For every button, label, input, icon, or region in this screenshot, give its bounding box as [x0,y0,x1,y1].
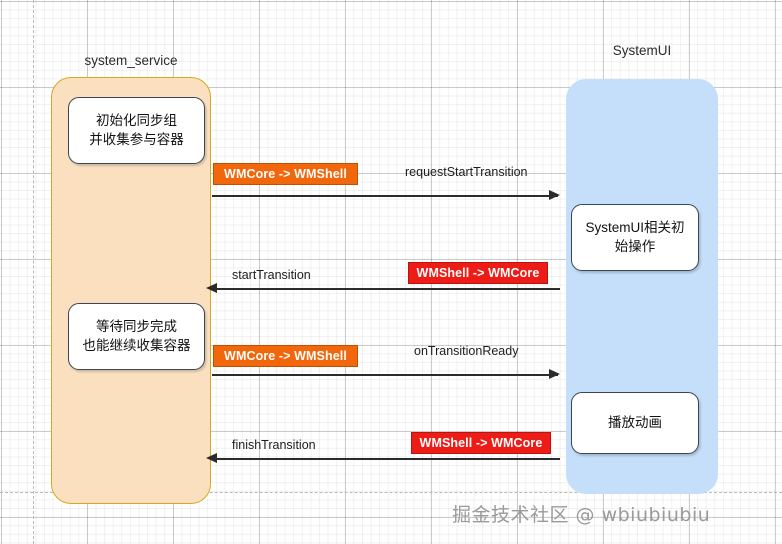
activity-label: 初始化同步组 并收集参与容器 [89,113,184,147]
message-line-on-transition-ready [212,374,558,376]
arrow-head-right-icon [549,368,560,379]
message-line-request-start-transition [212,195,558,197]
message-tag-wmcore-to-wmshell-1[interactable]: WMCore -> WMShell [213,163,358,185]
page-guide-vertical [33,0,34,544]
message-tag-wmcore-to-wmshell-2[interactable]: WMCore -> WMShell [213,345,358,367]
watermark-text: 掘金技术社区 @ wbiubiubiu [452,504,711,526]
arrow-head-right-icon [549,189,560,200]
activity-box-play-animation[interactable]: 播放动画 [571,392,699,454]
activity-label: 等待同步完成 也能继续收集容器 [82,319,191,353]
message-line-finish-transition [216,458,560,460]
activity-box-systemui-init-ops[interactable]: SystemUI相关初始操作 [571,204,699,271]
message-label-on-transition-ready: onTransitionReady [414,344,519,358]
arrow-head-left-icon [206,282,217,293]
message-tag-wmshell-to-wmcore-1[interactable]: WMShell -> WMCore [408,262,548,284]
page-guide-horizontal [0,492,782,493]
activity-box-wait-sync-complete[interactable]: 等待同步完成 也能继续收集容器 [68,303,205,370]
lane-title-system-ui: SystemUI [612,43,672,58]
arrow-head-left-icon [206,452,217,463]
message-label-request-start-transition: requestStartTransition [405,165,528,179]
message-tag-wmshell-to-wmcore-2[interactable]: WMShell -> WMCore [411,432,551,454]
message-label-start-transition: startTransition [232,268,311,282]
message-line-start-transition [216,288,560,290]
activity-label: SystemUI相关初始操作 [585,220,685,254]
lane-title-system-service: system_service [84,53,178,68]
message-label-finish-transition: finishTransition [232,438,316,452]
activity-label: 播放动画 [608,414,662,430]
activity-box-init-sync-group[interactable]: 初始化同步组 并收集参与容器 [68,97,205,164]
